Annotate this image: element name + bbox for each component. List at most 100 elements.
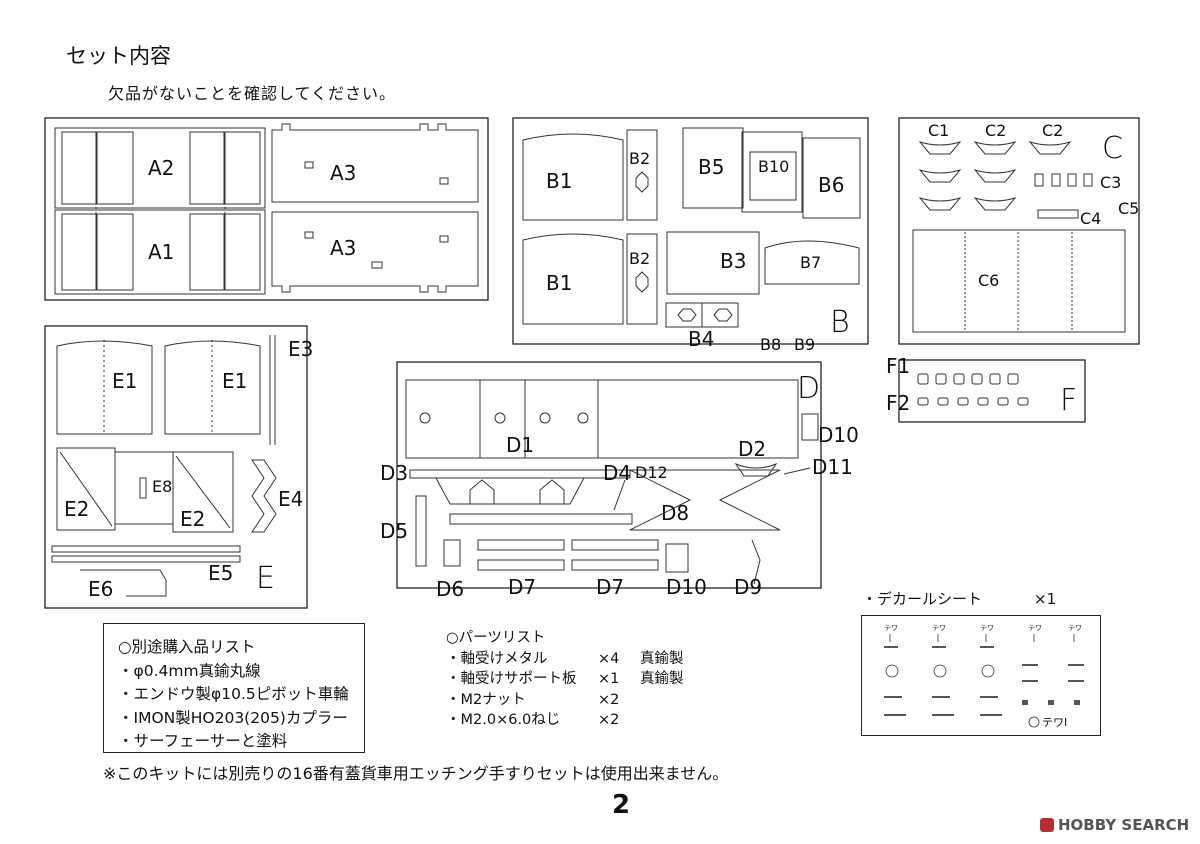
part-name: ・軸受けサポート板: [446, 671, 577, 687]
purchase-list-box: ○別途購入品リスト ・φ0.4mm真鍮丸線 ・エンドウ製φ10.5ピボット車輪 …: [103, 623, 365, 753]
part-label-d10-second: D10: [666, 575, 707, 599]
purchase-list-item: ・IMON製HO203(205)カプラー: [118, 708, 348, 727]
part-label-b10: B10: [758, 157, 789, 176]
part-qty: ×4: [598, 650, 620, 667]
parts-list-title: ○パーツリスト: [446, 630, 546, 646]
part-label-c3: C3: [1100, 173, 1121, 192]
decal-mark: テワ: [932, 624, 946, 632]
sheet-letter-b: B: [830, 305, 850, 340]
parts-list: ○パーツリスト ・軸受けメタル ×4 真鍮製 ・軸受けサポート板 ×1 真鍮製 …: [446, 628, 684, 731]
sheet-c: C1 C2 C2 C3 C4 C5 C6 C: [898, 117, 1140, 345]
part-label-d9: D9: [734, 575, 762, 599]
parts-list-row: ・軸受けメタル ×4 真鍮製: [446, 649, 684, 670]
part-name: ・M2ナット: [446, 691, 526, 708]
watermark: HOBBY SEARCH: [1040, 816, 1189, 834]
page-subtitle: 欠品がないことを確認してください。: [108, 84, 397, 103]
part-label-f1: F1: [886, 354, 910, 378]
page-number: 2: [612, 790, 631, 820]
part-name: ・M2.0×6.0ねじ: [446, 712, 561, 728]
part-label-d12: D12: [635, 463, 668, 482]
part-label-b6: B6: [818, 173, 844, 197]
page-title: セット内容: [66, 44, 171, 68]
part-label-e5: E5: [208, 561, 233, 585]
part-label-d10: D10: [818, 423, 859, 447]
part-label-b4: B4: [688, 327, 714, 351]
part-label-b8: B8: [760, 335, 781, 354]
part-label-c1: C1: [928, 121, 949, 140]
footnote: ※このキットには別売りの16番有蓋貨車用エッチング手すりセットは使用出来ません。: [103, 764, 729, 783]
part-label-a2: A2: [148, 156, 174, 180]
part-label-c2-second: C2: [1042, 121, 1063, 140]
part-label-e1-second: E1: [222, 369, 247, 393]
decal-mark: テワ: [884, 624, 898, 632]
parts-list-row: ・M2.0×6.0ねじ ×2: [446, 710, 684, 731]
part-label-d8: D8: [661, 501, 689, 525]
sheet-a: A2 A1 A3 A3: [44, 117, 489, 301]
part-label-c5: C5: [1118, 199, 1139, 218]
part-material: 真鍮製: [640, 650, 684, 667]
sheet-letter-f: F: [1060, 383, 1077, 418]
decal-mark: テワ: [980, 624, 994, 632]
part-label-d11: D11: [812, 455, 853, 479]
sheet-d: D1 D2 D3 D4 D12 D5 D8 D6 D7 D7 D10 D10 D…: [380, 361, 859, 601]
watermark-text: HOBBY SEARCH: [1058, 816, 1190, 834]
part-qty: ×2: [598, 691, 620, 708]
part-qty: ×2: [598, 712, 620, 728]
part-label-f2: F2: [886, 391, 910, 415]
part-label-b2-second: B2: [629, 249, 650, 268]
parts-list-row: ・軸受けサポート板 ×1 真鍮製: [446, 669, 684, 690]
decal-qty: ×1: [1034, 590, 1057, 608]
part-label-b1-second: B1: [546, 271, 572, 295]
part-label-b2: B2: [629, 149, 650, 168]
part-label-e2: E2: [64, 497, 89, 521]
part-label-b5: B5: [698, 155, 724, 179]
decal-heading: ・デカールシート ×1: [862, 588, 1056, 609]
decal-mark: テワ: [1068, 624, 1082, 632]
sheet-e: E3 E1 E1 E8 E4 E2 E2 E5 E6 E: [44, 325, 313, 609]
part-label-c4: C4: [1080, 209, 1101, 228]
decal-sheet-art: テワ テワ テワ テワ テワ テワⅠ: [884, 624, 1084, 729]
sheet-b: B1 B1 B2 B2 B5 B10 B6 B3 B7 B4 B8 B9 B: [512, 117, 869, 354]
parts-list-row: ・M2ナット ×2: [446, 690, 684, 711]
part-label-e4: E4: [278, 487, 303, 511]
sheet-letter-d: D: [797, 371, 820, 406]
part-label-b9: B9: [794, 335, 815, 354]
part-qty: ×1: [598, 671, 620, 687]
part-label-d4: D4: [603, 461, 631, 485]
part-material: 真鍮製: [640, 671, 684, 687]
decal-sheet: テワ テワ テワ テワ テワ テワⅠ: [861, 615, 1101, 736]
part-label-a3: A3: [330, 161, 356, 185]
purchase-list-title: ○別途購入品リスト: [118, 638, 256, 656]
part-label-d7-second: D7: [596, 575, 624, 599]
part-label-b1: B1: [546, 169, 572, 193]
purchase-list-item: ・φ0.4mm真鍮丸線: [118, 661, 261, 680]
part-label-e6: E6: [88, 577, 113, 601]
part-label-e8: E8: [152, 477, 172, 496]
part-label-e2-second: E2: [180, 507, 205, 531]
sheet-letter-e: E: [256, 561, 275, 596]
part-label-d7: D7: [508, 575, 536, 599]
part-label-d6: D6: [436, 577, 464, 601]
part-label-c2: C2: [985, 121, 1006, 140]
decal-label: ・デカールシート: [862, 590, 983, 608]
purchase-list-item: ・サーフェーサーと塗料: [118, 732, 288, 750]
part-name: ・軸受けメタル: [446, 650, 548, 667]
decal-mark-main: テワⅠ: [1042, 716, 1067, 729]
part-label-d2: D2: [738, 437, 766, 461]
part-label-b7: B7: [800, 253, 821, 272]
purchase-list-item: ・エンドウ製φ10.5ピボット車輪: [118, 685, 349, 703]
part-label-e3: E3: [288, 337, 313, 361]
watermark-logo-icon: [1040, 818, 1054, 832]
part-label-d3: D3: [380, 461, 408, 485]
part-label-c6: C6: [978, 271, 999, 290]
sheet-letter-c: C: [1102, 131, 1123, 166]
part-label-d1: D1: [506, 433, 534, 457]
part-label-e1: E1: [112, 369, 137, 393]
sheet-f: F1 F2 F: [886, 354, 1086, 423]
part-label-a3-second: A3: [330, 236, 356, 260]
decal-mark: テワ: [1028, 624, 1042, 632]
part-label-b3: B3: [720, 249, 746, 273]
part-label-d5: D5: [380, 519, 408, 543]
part-label-a1: A1: [148, 240, 174, 264]
